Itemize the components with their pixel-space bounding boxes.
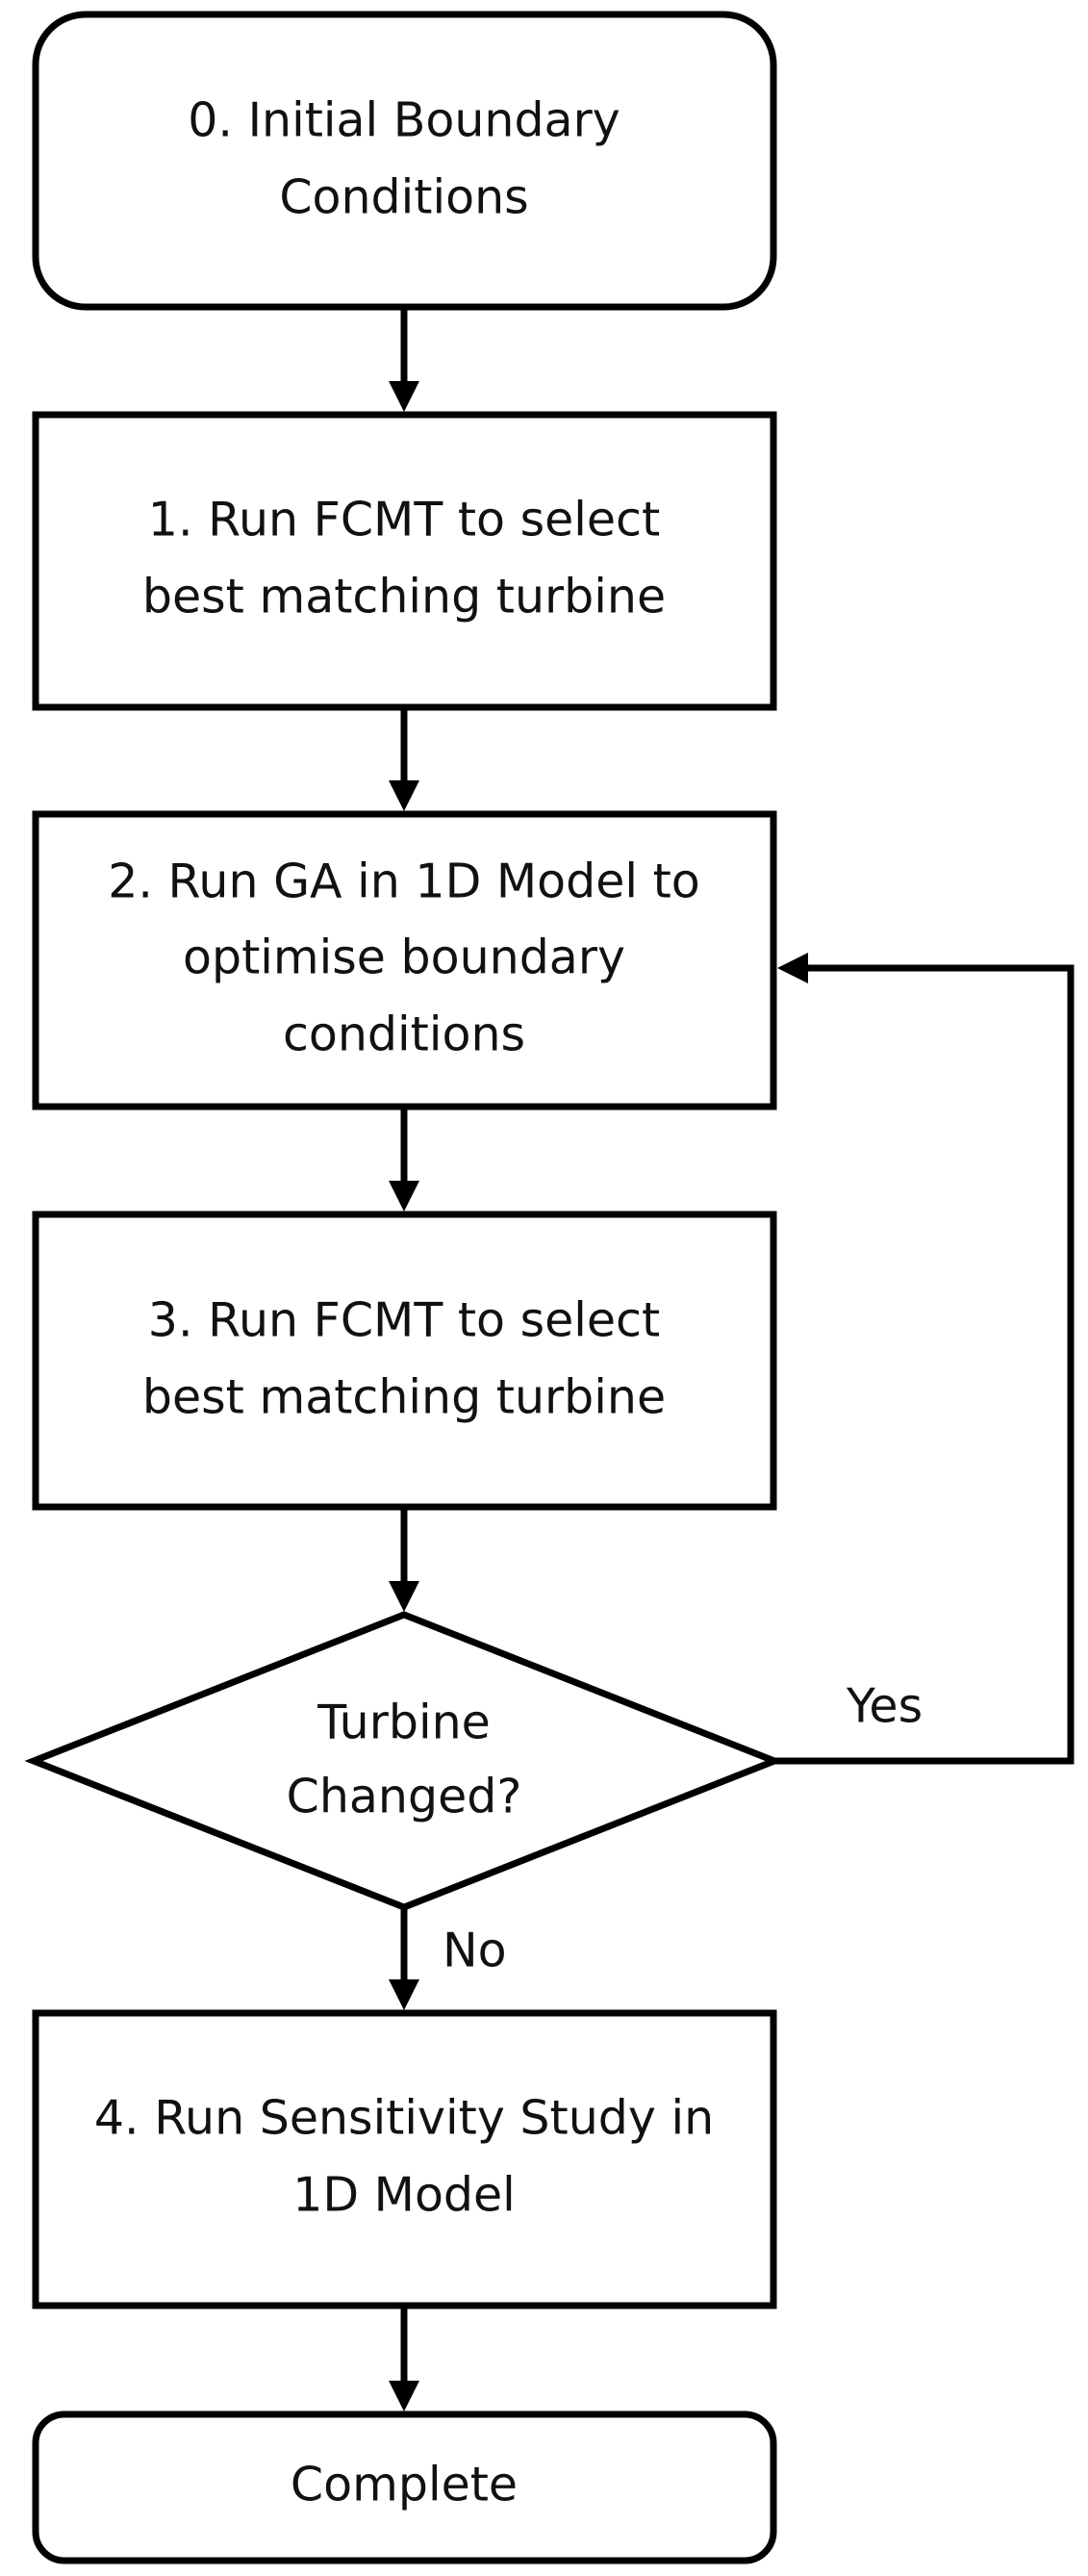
node-run-fcmt-2: 3. Run FCMT to select best matching turb…: [32, 1211, 777, 1511]
arrow-yes-loop-back: [774, 953, 1075, 1765]
node-run-fcmt-1: 1. Run FCMT to select best matching turb…: [32, 411, 777, 711]
arrow-decision-to-step4: [389, 1907, 419, 2010]
arrow-step1-to-step2: [389, 707, 419, 811]
node-run-ga-1d-model-line-3: conditions: [283, 1007, 525, 1062]
decision-turbine-changed: Turbine Changed?: [24, 1611, 784, 1911]
node-run-fcmt-1-line-2: best matching turbine: [142, 570, 666, 625]
arrow-step4-to-complete: [389, 2306, 419, 2411]
node-run-ga-1d-model: 2. Run GA in 1D Model to optimise bounda…: [32, 810, 777, 1110]
arrow-step0-to-step1: [389, 307, 419, 412]
arrow-step3-to-decision: [389, 1507, 419, 1612]
node-initial-boundary-conditions-line-2: Conditions: [279, 170, 528, 225]
node-run-fcmt-2-line-1: 3. Run FCMT to select: [148, 1293, 660, 1348]
edge-label-no: No: [443, 1924, 507, 1978]
node-initial-boundary-conditions: 0. Initial Boundary Conditions: [32, 11, 777, 311]
edge-label-yes: Yes: [846, 1679, 923, 1734]
decision-turbine-changed-line-2: Changed?: [287, 1770, 522, 1824]
node-initial-boundary-conditions-line-1: 0. Initial Boundary: [188, 93, 620, 148]
arrow-step2-to-step3: [389, 1107, 419, 1211]
node-run-ga-1d-model-line-2: optimise boundary: [183, 931, 625, 985]
node-complete-label: Complete: [291, 2458, 518, 2512]
decision-turbine-changed-line-1: Turbine: [316, 1696, 491, 1750]
node-run-fcmt-1-line-1: 1. Run FCMT to select: [148, 493, 660, 548]
node-run-sensitivity-study-line-1: 4. Run Sensitivity Study in: [94, 2091, 714, 2146]
node-complete: Complete: [32, 2410, 777, 2564]
node-run-ga-1d-model-line-1: 2. Run GA in 1D Model to: [108, 854, 700, 909]
node-run-sensitivity-study-line-2: 1D Model: [292, 2168, 516, 2223]
node-run-sensitivity-study: 4. Run Sensitivity Study in 1D Model: [32, 2009, 777, 2309]
node-run-fcmt-2-line-2: best matching turbine: [142, 1370, 666, 1425]
